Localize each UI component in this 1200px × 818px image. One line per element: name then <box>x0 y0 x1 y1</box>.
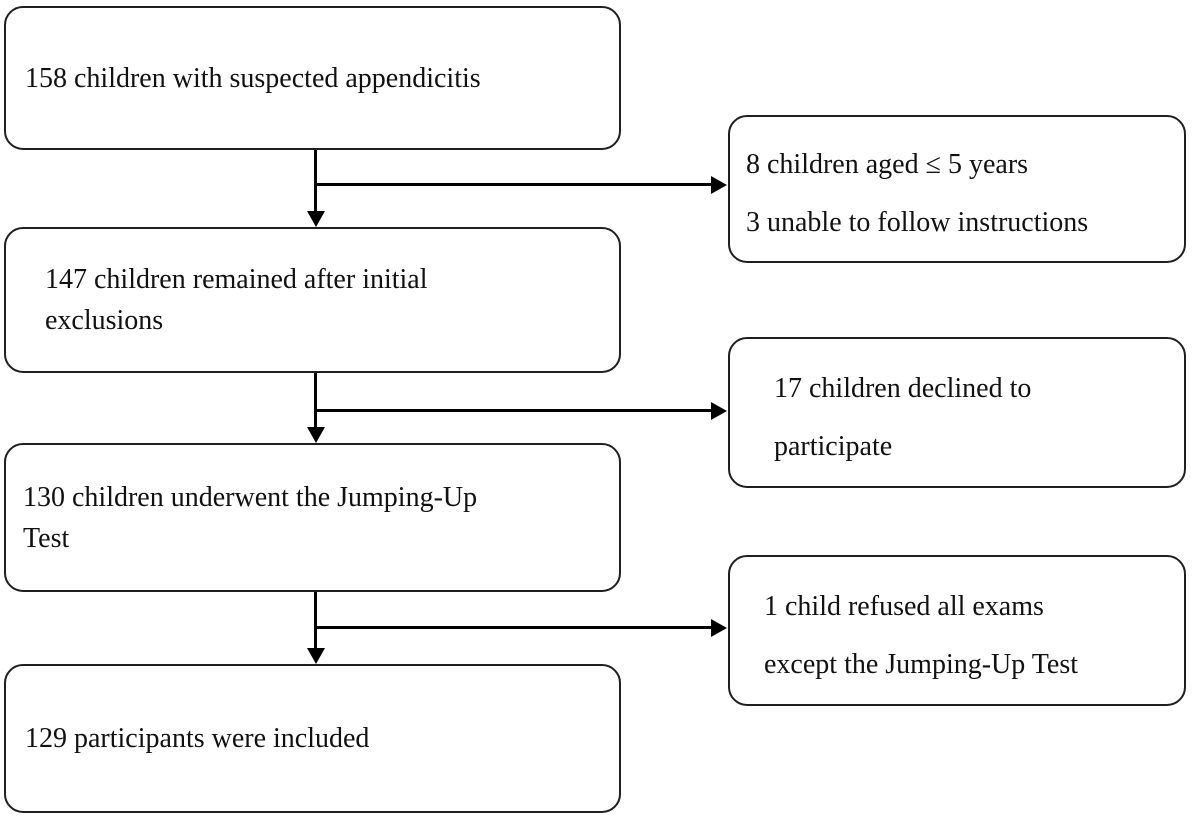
box-text-line: participate <box>774 430 893 462</box>
branch-arrow-2 <box>314 401 727 420</box>
box-exclusion-age-and-instructions: 8 children aged ≤ 5 years 3 unable to fo… <box>728 115 1186 263</box>
box-text-line: Test <box>23 522 70 554</box>
branch-arrow-3 <box>314 618 727 637</box>
box-147-after-initial-exclusions: 147 children remained after initial excl… <box>4 227 621 373</box>
box-129-participants-included: 129 participants were included <box>4 664 621 813</box>
down-arrow-1 <box>306 150 325 227</box>
down-arrow-3 <box>306 592 325 664</box>
box-text-line: 147 children remained after initial <box>45 264 428 295</box>
box-text-line: 8 children aged ≤ 5 years <box>746 149 1029 180</box>
box-text-line: exclusions <box>45 305 164 336</box>
box-text-line: except the Jumping-Up Test <box>764 648 1079 680</box>
box-text-line: 130 children underwent the Jumping-Up <box>23 481 478 513</box>
down-arrow-2 <box>306 373 325 443</box>
box-text-line: 158 children with suspected appendicitis <box>25 62 481 94</box>
branch-arrow-1 <box>314 175 727 194</box>
box-text-line: 1 child refused all exams <box>764 590 1044 622</box>
box-158-suspected-appendicitis: 158 children with suspected appendicitis <box>4 6 621 150</box>
box-exclusion-declined-participation: 17 children declined to participate <box>728 337 1186 488</box>
box-text-line: 129 participants were included <box>25 723 370 754</box>
box-exclusion-refused-exams: 1 child refused all exams except the Jum… <box>728 555 1186 706</box>
box-text-line: 3 unable to follow instructions <box>746 207 1089 238</box>
box-130-underwent-jumping-up-test: 130 children underwent the Jumping-Up Te… <box>4 443 621 592</box>
box-text-line: 17 children declined to <box>774 372 1032 404</box>
